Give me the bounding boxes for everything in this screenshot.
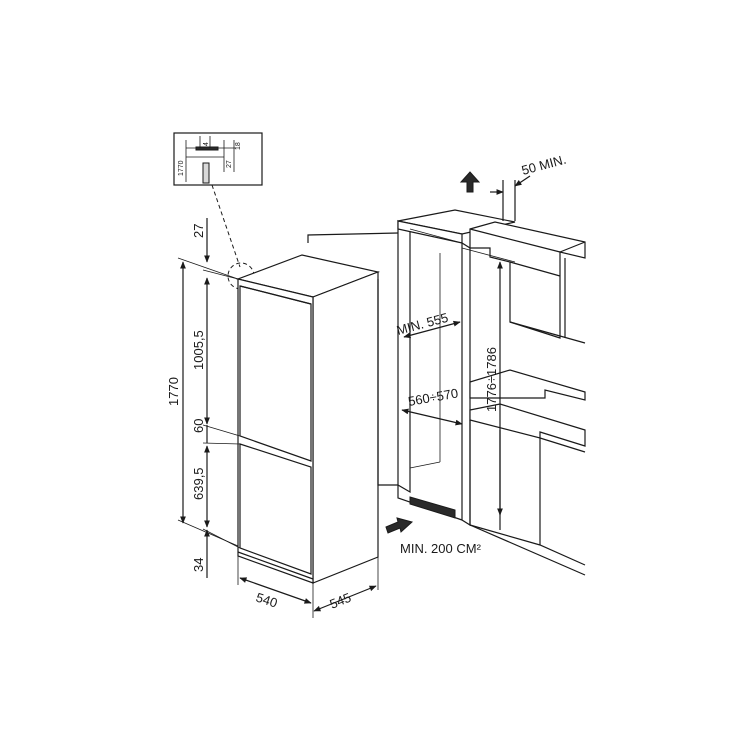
detail-inset-frame (173, 132, 263, 186)
fridge-appliance (235, 254, 381, 584)
wall-cabinet (469, 221, 586, 339)
width-range-label: 560÷570 (407, 385, 459, 409)
inset-27-label: 27 (226, 160, 233, 168)
width-label: 540 (254, 590, 279, 611)
bottom-gap-label: 34 (191, 558, 206, 572)
top-vent-label: 50 MIN. (520, 152, 568, 178)
door-gap-label: 60 (191, 419, 206, 433)
fridge-upper-door (239, 285, 312, 462)
total-height-label: 1770 (166, 377, 181, 406)
bottom-vent-arrow (385, 517, 414, 534)
lower-door-label: 639,5 (191, 467, 206, 500)
top-vent-arrow (459, 171, 481, 193)
fridge-lower-door (239, 443, 312, 575)
depth-label: 545 (328, 590, 354, 612)
inset-18-label: 18 (235, 142, 242, 150)
inset-gap-label: 4 (203, 142, 210, 146)
niche-left-panel (397, 219, 411, 494)
detail-inset: 1770 4 27 18 (173, 132, 263, 290)
top-gap-label: 27 (191, 224, 206, 238)
bottom-vent-label: MIN. 200 CM² (400, 541, 482, 556)
niche-right-panel (461, 241, 471, 527)
detail-leader-line (211, 184, 241, 268)
bottom-vent-grille (409, 496, 456, 519)
inset-height-label: 1770 (178, 160, 185, 176)
height-range-label: 1776÷1786 (484, 347, 499, 412)
fridge-side (312, 271, 379, 584)
upper-door-label: 1005,5 (191, 330, 206, 370)
